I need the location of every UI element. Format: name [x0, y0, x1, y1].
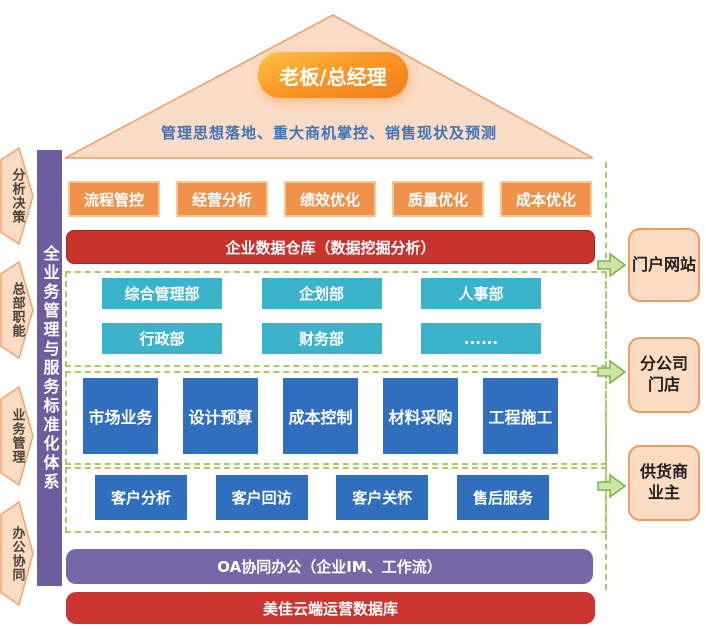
node-engineering-construction: 工程施工 [483, 378, 558, 454]
node-portal-website: 门户网站 [628, 228, 700, 302]
oa-collaboration-bar: OA协同办公（企业IM、工作流） [66, 549, 593, 584]
cloud-database-bar: 美佳云端运营数据库 [66, 592, 595, 624]
node-cost-optimization: 成本优化 [500, 181, 592, 217]
node-market-business: 市场业务 [83, 378, 158, 454]
node-hr-dept: 人事部 [421, 278, 541, 309]
node-design-budget: 设计预算 [183, 378, 258, 454]
left-arrow-business-mgmt: 业务管理 [0, 385, 34, 487]
node-process-control: 流程管控 [68, 181, 160, 217]
pennant-arrow-icon [0, 385, 34, 487]
green-arrow-icon [597, 359, 627, 385]
pennant-arrow-icon [0, 260, 34, 360]
node-general-management-dept: 综合管理部 [102, 278, 222, 309]
node-material-procurement: 材料采购 [383, 378, 458, 454]
node-finance-dept: 财务部 [261, 323, 382, 354]
left-arrow-label: 办公协同 [9, 525, 25, 582]
green-arrow-icon [597, 252, 627, 278]
left-arrow-office-collab: 办公协同 [0, 500, 34, 607]
green-arrow-icon [597, 473, 627, 499]
node-customer-care: 客户关怀 [336, 475, 429, 520]
node-after-sales-service: 售后服务 [456, 475, 549, 520]
left-rail-title: 全业务管理与服务标准化体系 [37, 150, 62, 586]
node-customer-follow-up: 客户回访 [215, 475, 308, 520]
node-more-depts: ...... [421, 323, 541, 354]
left-arrow-label: 业务管理 [9, 408, 25, 464]
management-row: 流程管控 经营分析 绩效优化 质量优化 成本优化 [68, 181, 592, 217]
node-customer-analysis: 客户分析 [95, 475, 187, 520]
node-cost-control: 成本控制 [283, 378, 358, 454]
node-branch-stores: 分公司 门店 [628, 337, 700, 413]
node-suppliers-owners: 供货商 业主 [628, 445, 700, 521]
node-quality-optimization: 质量优化 [392, 181, 484, 217]
boss-node: 老板/总经理 [258, 52, 408, 98]
node-performance-optimization: 绩效优化 [284, 181, 376, 217]
node-administration-dept: 行政部 [102, 323, 222, 354]
roof-subtitle: 管理思想落地、重大商机掌控、销售现状及预测 [160, 124, 497, 142]
customer-group: 客户分析 客户回访 客户关怀 售后服务 [65, 467, 607, 533]
pennant-arrow-icon [0, 500, 34, 607]
pennant-arrow-icon [0, 146, 34, 246]
left-arrow-label: 分析决策 [9, 168, 25, 224]
left-arrow-hq-functions: 总部职能 [0, 260, 34, 360]
node-planning-dept: 企划部 [261, 278, 382, 309]
left-arrow-label: 总部职能 [9, 282, 25, 338]
departments-group: 综合管理部 企划部 人事部 行政部 财务部 ...... [65, 271, 607, 367]
left-arrow-analysis-decision: 分析决策 [0, 146, 34, 246]
data-warehouse-bar: 企业数据仓库（数据挖掘分析） [66, 230, 595, 264]
node-operation-analysis: 经营分析 [176, 181, 268, 217]
business-group: 市场业务 设计预算 成本控制 材料采购 工程施工 [65, 371, 607, 465]
